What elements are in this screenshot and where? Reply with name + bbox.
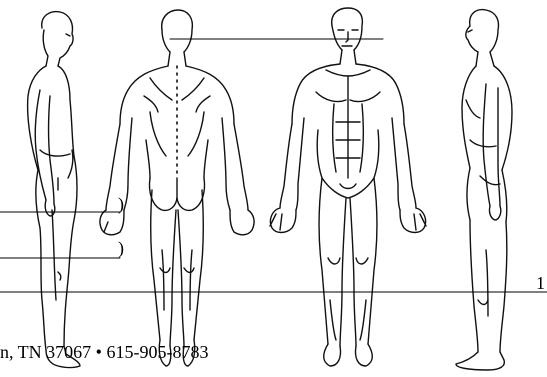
footer-contact-text: n, TN 37067 • 615-905-8783 xyxy=(0,341,208,363)
body-side-view-right xyxy=(456,10,512,370)
annotation-lines xyxy=(0,39,547,292)
body-side-view-left xyxy=(28,12,80,368)
page-number: 1 xyxy=(536,272,545,294)
bracket-lower: ) xyxy=(118,238,124,258)
body-back-view xyxy=(100,10,254,366)
body-front-view xyxy=(270,8,426,366)
bracket-upper: ) xyxy=(118,194,124,214)
